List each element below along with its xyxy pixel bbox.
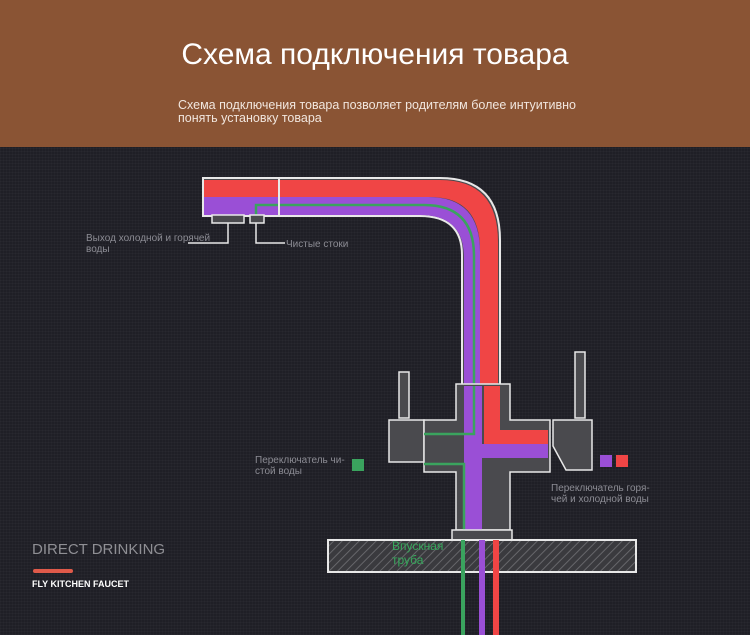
clean-drain-label: Чистые стоки <box>286 239 349 250</box>
right-handle <box>574 351 586 419</box>
pure-swatch <box>352 459 364 471</box>
left-valve <box>388 419 425 463</box>
valve-mixed-branch <box>464 444 548 458</box>
outlet-nozzle <box>211 214 245 224</box>
brand-name: DIRECT DRINKING <box>32 541 166 558</box>
spout-pure-line <box>254 203 476 386</box>
spout-mixed-channel <box>204 197 480 386</box>
pipe-pure <box>461 540 465 635</box>
valve-pure-inlet <box>424 462 466 530</box>
pure-switch-label: Переключатель чи-стой воды <box>255 455 345 477</box>
hot-swatch <box>616 455 628 467</box>
page-title: Схема подключения товара <box>181 38 569 71</box>
valve-hot-branch <box>484 430 548 444</box>
hotcold-switch-label: Переключатель горя-чей и холодной воды <box>551 483 650 505</box>
outlet-label: Выход холодной и горячей воды <box>86 233 211 255</box>
drain-leader <box>255 223 285 244</box>
pipe-mixed <box>479 540 485 635</box>
inlet-label: Впускная труба <box>392 539 444 567</box>
brand-product: FLY KITCHEN FAUCET <box>32 579 130 589</box>
pipe-hot <box>493 540 499 635</box>
pure-nozzle <box>249 214 265 224</box>
header-banner: Схема подключения товара Схема подключен… <box>0 0 750 147</box>
mixed-swatch <box>600 455 612 467</box>
valve-hot-channel <box>484 386 500 444</box>
page-subtitle: Схема подключения товара позволяет родит… <box>178 98 576 125</box>
spout-hot-channel <box>204 180 498 386</box>
brand-accent-bar <box>33 569 73 573</box>
left-handle <box>398 371 410 419</box>
outlet-leader <box>188 223 229 244</box>
valve-pure-line <box>424 386 476 436</box>
right-valve <box>552 419 593 471</box>
